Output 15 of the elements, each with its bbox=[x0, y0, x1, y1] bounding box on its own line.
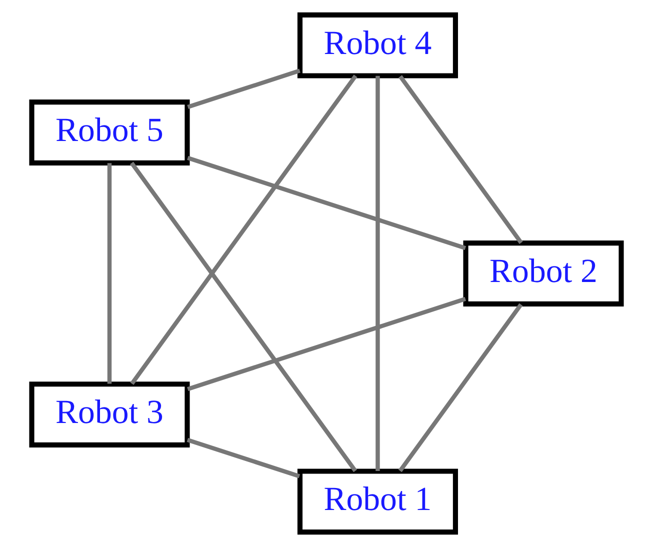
connector bbox=[186, 438, 300, 478]
node-box: Robot 5 bbox=[28, 100, 190, 166]
connector bbox=[186, 296, 466, 392]
connector bbox=[129, 162, 357, 472]
node-box: Robot 4 bbox=[296, 12, 458, 78]
connector bbox=[186, 68, 300, 110]
node-box: Robot 1 bbox=[296, 468, 458, 535]
connector bbox=[106, 163, 112, 384]
connector bbox=[130, 74, 357, 385]
connector bbox=[398, 75, 522, 244]
connector bbox=[398, 303, 522, 472]
node-box: Robot 2 bbox=[462, 240, 624, 306]
node-box: Robot 3 bbox=[28, 382, 190, 448]
connector bbox=[375, 76, 380, 472]
connector bbox=[186, 156, 466, 250]
